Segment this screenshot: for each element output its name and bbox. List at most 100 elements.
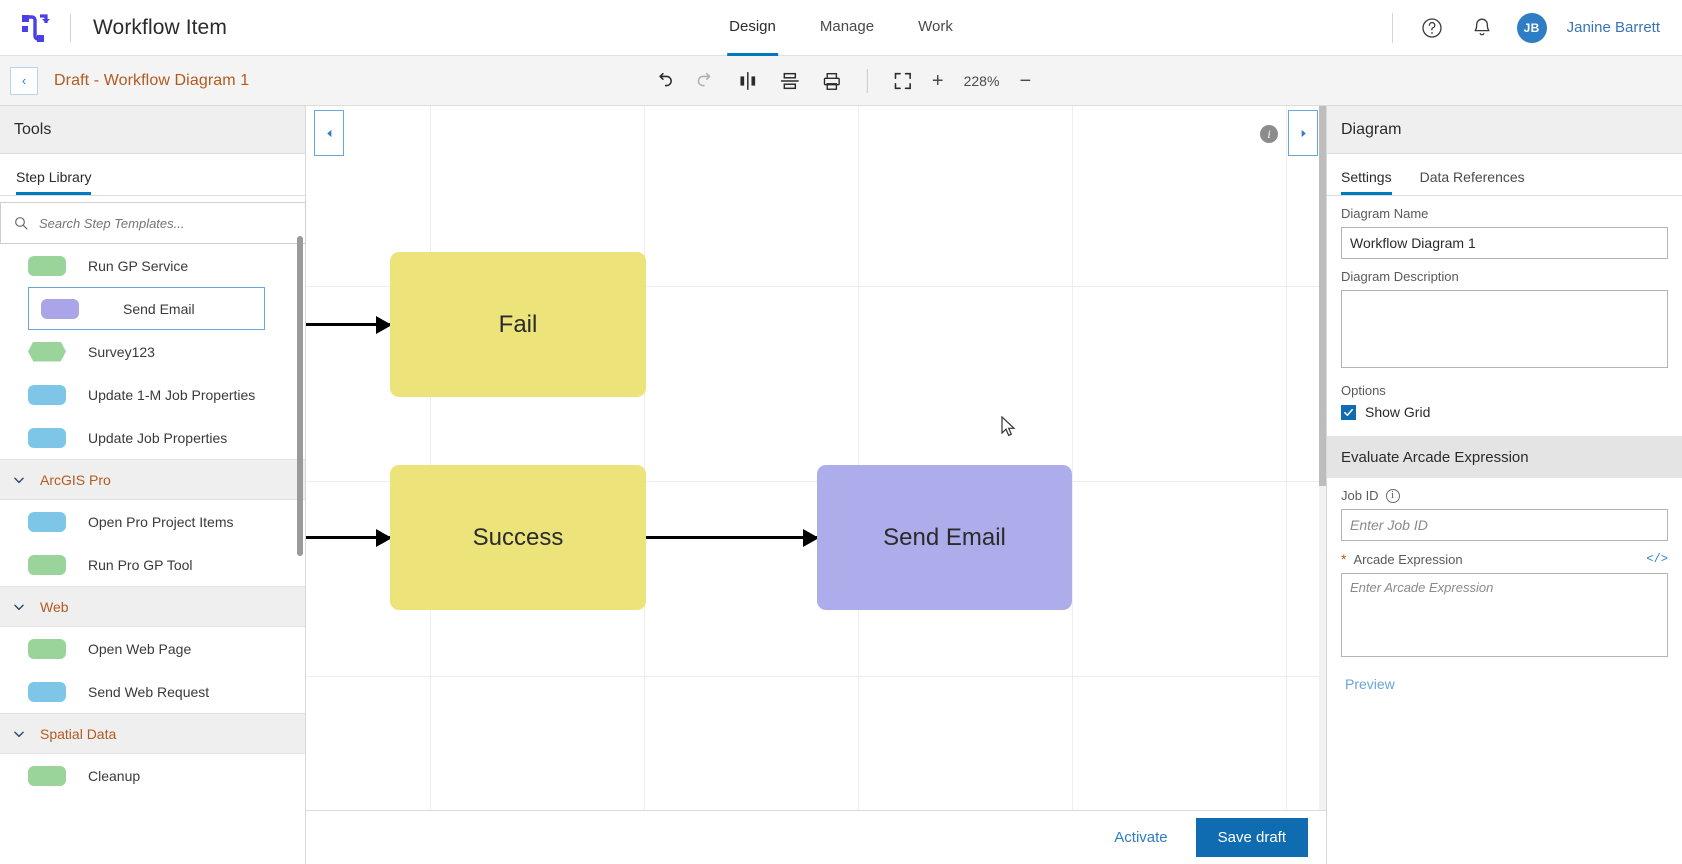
step-item-label: Send Email — [123, 300, 195, 317]
app-logo[interactable] — [0, 13, 70, 43]
edge-into-success — [306, 536, 390, 539]
preview-link[interactable]: Preview — [1345, 676, 1395, 692]
zoom-out-button[interactable]: − — [1019, 69, 1032, 92]
step-item-send-web-request[interactable]: Send Web Request — [0, 670, 305, 713]
edge-into-fail — [306, 323, 390, 326]
diagram-node-fail[interactable]: Fail — [390, 252, 646, 397]
zoom-level: 228% — [963, 72, 1000, 89]
sidebar-tabrow: Step Library — [0, 154, 305, 196]
help-circle-icon[interactable] — [1417, 13, 1447, 43]
category-arcgis-pro[interactable]: ArcGIS Pro — [0, 459, 305, 500]
category-spatial-data[interactable]: Spatial Data — [0, 713, 305, 754]
print-icon[interactable] — [819, 68, 845, 94]
job-id-input[interactable] — [1341, 509, 1668, 541]
diagram-description-textarea[interactable] — [1341, 290, 1668, 368]
category-label: Spatial Data — [40, 725, 117, 742]
step-color-swatch — [28, 681, 66, 702]
toolbar-separator — [866, 68, 868, 93]
app-title: Workflow Item — [93, 15, 227, 39]
node-label: Send Email — [883, 523, 1006, 551]
align-vertical-icon[interactable] — [777, 68, 803, 94]
arcade-expression-textarea[interactable] — [1341, 573, 1668, 657]
node-label: Fail — [498, 310, 538, 338]
notification-bell-icon[interactable] — [1467, 13, 1497, 43]
diagram-toolbar: ‹ Draft - Workflow Diagram 1 — [0, 56, 1682, 106]
step-item-label: Survey123 — [88, 343, 155, 360]
required-asterisk: * — [1341, 551, 1347, 567]
category-web[interactable]: Web — [0, 586, 305, 627]
step-item-open-pro-project-items[interactable]: Open Pro Project Items — [0, 500, 305, 543]
diagram-node-success[interactable]: Success — [390, 465, 646, 610]
sidebar-scrollbar[interactable] — [297, 236, 303, 556]
search-input[interactable] — [39, 215, 305, 231]
step-color-swatch — [28, 341, 66, 362]
redo-icon[interactable] — [693, 68, 719, 94]
diagram-canvas[interactable]: i Fail Success Send Email — [306, 106, 1326, 864]
canvas-vertical-scrollbar-thumb[interactable] — [1319, 106, 1326, 486]
step-item-label: Update 1-M Job Properties — [88, 386, 256, 403]
step-item-send-email[interactable]: Send Email — [28, 287, 265, 330]
diagram-node-send-email[interactable]: Send Email — [817, 465, 1072, 610]
tools-sidebar: Tools Step Library Run GP Service Send E… — [0, 106, 306, 864]
fit-to-screen-icon[interactable] — [890, 68, 916, 94]
back-button[interactable]: ‹ — [10, 66, 38, 95]
avatar[interactable]: JB — [1516, 12, 1547, 43]
step-item-run-pro-gp-tool[interactable]: Run Pro GP Tool — [0, 543, 305, 586]
save-draft-button[interactable]: Save draft — [1195, 818, 1308, 857]
header-actions: JB Janine Barrett — [1391, 12, 1682, 43]
collapse-right-panel-button[interactable] — [1288, 110, 1318, 156]
show-grid-checkbox[interactable] — [1341, 404, 1356, 420]
main-body: Tools Step Library Run GP Service Send E… — [0, 106, 1682, 864]
step-color-swatch — [28, 554, 66, 575]
arcade-expression-field-group: * Arcade Expression </> — [1327, 541, 1682, 662]
nav-tab-manage[interactable]: Manage — [819, 17, 875, 35]
job-id-label-row: Job ID i — [1341, 488, 1668, 503]
zoom-in-button[interactable]: + — [931, 69, 944, 92]
align-horizontal-icon[interactable] — [735, 68, 761, 94]
collapse-left-panel-button[interactable] — [314, 110, 344, 156]
search-icon — [15, 217, 28, 230]
checkmark-icon — [1344, 408, 1353, 416]
header-divider-right — [1391, 12, 1393, 43]
show-grid-row: Show Grid — [1327, 404, 1682, 420]
node-label: Success — [472, 523, 564, 551]
diagram-name-input[interactable] — [1341, 227, 1668, 259]
tab-data-references[interactable]: Data References — [1419, 169, 1525, 185]
arcade-expression-label: Arcade Expression — [1353, 551, 1463, 567]
job-id-label: Job ID — [1341, 488, 1379, 503]
nav-tab-work[interactable]: Work — [918, 17, 953, 35]
step-color-swatch — [28, 427, 66, 448]
diagram-description-field-group: Diagram Description — [1327, 259, 1682, 373]
code-brackets-icon[interactable]: </> — [1646, 552, 1668, 566]
info-icon[interactable]: i — [1385, 488, 1400, 503]
tab-settings[interactable]: Settings — [1341, 169, 1392, 195]
info-icon[interactable]: i — [1260, 125, 1278, 143]
step-item-update-1m-job-properties[interactable]: Update 1-M Job Properties — [0, 373, 305, 416]
diagram-name-field-group: Diagram Name — [1327, 196, 1682, 259]
step-item-update-job-properties[interactable]: Update Job Properties — [0, 416, 305, 459]
toolbar-tools: + 228% − — [651, 68, 1031, 94]
chevron-left-icon — [326, 129, 331, 137]
chevron-down-icon — [14, 731, 24, 737]
arcade-label-row: * Arcade Expression </> — [1341, 551, 1668, 567]
tab-step-library[interactable]: Step Library — [16, 169, 92, 195]
sidebar-title: Tools — [0, 106, 305, 154]
activate-button[interactable]: Activate — [1102, 821, 1179, 854]
draft-title: Draft - Workflow Diagram 1 — [54, 71, 250, 89]
step-color-swatch — [28, 638, 66, 659]
step-item-label: Send Web Request — [88, 683, 210, 700]
step-item-label: Open Web Page — [88, 640, 192, 657]
nav-tab-design[interactable]: Design — [727, 0, 778, 56]
step-item-open-web-page[interactable]: Open Web Page — [0, 627, 305, 670]
step-item-cleanup[interactable]: Cleanup — [0, 754, 305, 797]
step-item-label: Run GP Service — [88, 257, 189, 274]
step-item-label: Open Pro Project Items — [88, 513, 234, 530]
step-color-swatch — [28, 765, 66, 786]
top-header: Workflow Item Design Manage Work JB Jani… — [0, 0, 1682, 56]
step-item-survey123[interactable]: Survey123 — [0, 330, 305, 373]
user-name[interactable]: Janine Barrett — [1566, 19, 1660, 36]
panel-title: Diagram — [1327, 106, 1682, 154]
step-item-run-gp-service[interactable]: Run GP Service — [0, 244, 305, 287]
undo-icon[interactable] — [651, 68, 677, 94]
step-template-list: Run GP Service Send Email Survey123 Upda… — [0, 244, 305, 864]
